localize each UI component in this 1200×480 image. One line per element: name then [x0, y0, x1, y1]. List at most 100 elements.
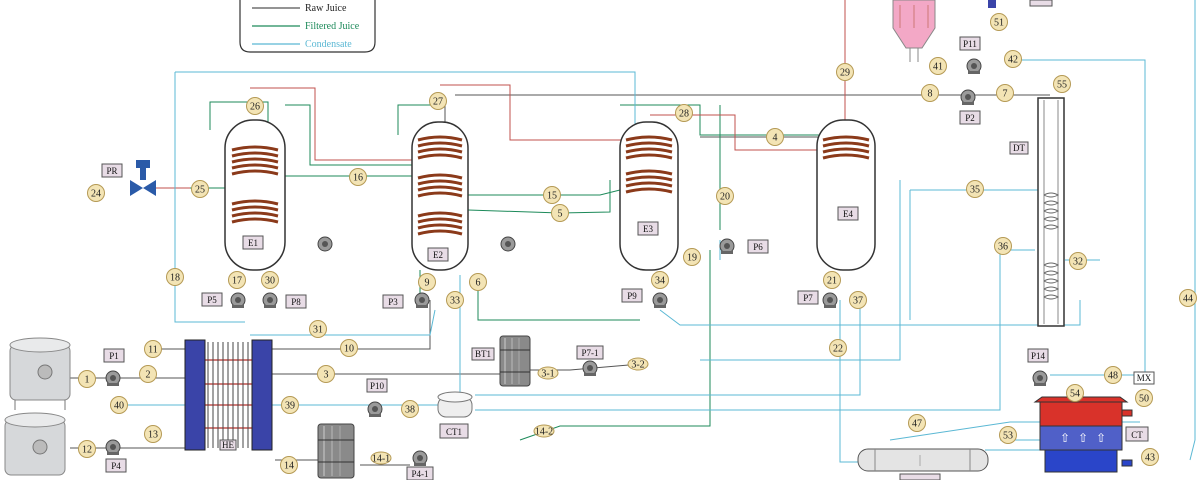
stream-label-text: 38	[405, 405, 415, 416]
stream-label-text: 13	[148, 430, 158, 441]
pump-p7-label: P7	[803, 293, 813, 303]
stream-label-35: 35	[966, 180, 984, 198]
pump-p5-label: P5	[207, 295, 217, 305]
stream-label-text: 29	[840, 68, 850, 79]
stream-label-39: 39	[281, 396, 299, 414]
pump-p3-label: P3	[388, 297, 398, 307]
stream-label-text: 18	[170, 273, 180, 284]
stream-label-20: 20	[716, 187, 734, 205]
crystallizer-hopper	[892, 0, 936, 62]
stream-label-8: 8	[921, 84, 939, 102]
stream-label-9: 9	[418, 273, 436, 291]
stream-label-40: 40	[110, 396, 128, 414]
stream-label-text: 5	[558, 209, 563, 220]
pressure-regulator-label: PR	[106, 166, 117, 176]
stream-label-text: 21	[827, 276, 837, 287]
pump-p7-1-label: P7-1	[581, 348, 598, 358]
stream-label-text: 15	[547, 191, 557, 202]
stream-label-text: 44	[1183, 294, 1193, 305]
stream-label-text: 50	[1139, 394, 1149, 405]
stream-label-10: 10	[340, 339, 358, 357]
pump-p10-label: P10	[370, 381, 385, 391]
pump-p11-label: P11	[963, 39, 977, 49]
pump-unlabelled	[500, 236, 516, 252]
legend-filtered-juice: Filtered Juice	[305, 21, 360, 32]
batch-tank-bt1: BT1	[471, 335, 531, 387]
stream-label-text: 28	[679, 109, 689, 120]
pump-p1-label: P1	[109, 351, 119, 361]
stream-label-16: 16	[349, 168, 367, 186]
stream-label-text: 17	[232, 276, 242, 287]
pump-p7: P7	[797, 290, 838, 308]
stream-label-47: 47	[908, 414, 926, 432]
svg-text:⇧: ⇧	[1078, 431, 1088, 445]
pump-p14: P14	[1027, 348, 1049, 386]
stream-label-text: 14-2	[535, 427, 553, 438]
stream-label-37: 37	[849, 291, 867, 309]
evaporator-e2: E2	[411, 121, 469, 271]
stream-label-29: 29	[836, 63, 854, 81]
pump-p2-label: P2	[965, 113, 975, 123]
stream-label-48: 48	[1104, 366, 1122, 384]
stream-label-12: 12	[78, 440, 96, 458]
legend-condensate: Condensate	[305, 39, 352, 50]
stream-label-text: 14-1	[372, 454, 390, 465]
stream-label-text: 20	[720, 192, 730, 203]
stream-label-text: 19	[687, 253, 697, 264]
stream-label-text: 55	[1057, 80, 1067, 91]
svg-text:⇧: ⇧	[1060, 431, 1070, 445]
evaporator-e1: E1	[224, 119, 286, 271]
stream-label-27: 27	[429, 92, 447, 110]
stream-label-22: 22	[829, 339, 847, 357]
stream-label-54: 54	[1066, 384, 1084, 402]
stream-label-text: 25	[195, 185, 205, 196]
valve-51	[988, 0, 996, 8]
stream-label-30: 30	[261, 271, 279, 289]
stream-label-text: 22	[833, 344, 843, 355]
stream-label-text: 31	[313, 325, 323, 336]
stream-label-text: 35	[970, 185, 980, 196]
stream-label-33: 33	[446, 291, 464, 309]
stream-label-5: 5	[551, 204, 569, 222]
pump-p4: P4	[105, 439, 127, 473]
stream-label-31: 31	[309, 320, 327, 338]
tank-ct1: CT1	[437, 391, 473, 439]
batch-tank-lower	[317, 423, 355, 479]
mixer-mx-label: MX	[1137, 373, 1152, 383]
stream-label-text: 26	[250, 102, 260, 113]
stream-label-41: 41	[929, 57, 947, 75]
stream-label-text: 37	[853, 296, 863, 307]
pump-p9: P9	[621, 288, 668, 308]
column-dt: DT	[1009, 97, 1065, 327]
stream-label-36: 36	[994, 237, 1012, 255]
stream-label-25: 25	[191, 180, 209, 198]
stream-label-26: 26	[246, 97, 264, 115]
pump-p8-label: P8	[291, 297, 301, 307]
evaporator-e3-label: E3	[643, 224, 653, 234]
legend-raw-juice: Raw Juice	[305, 3, 347, 14]
stream-label-text: 42	[1008, 55, 1018, 66]
stream-label-21: 21	[823, 271, 841, 289]
stream-label-text: 54	[1070, 389, 1080, 400]
stream-label-text: 48	[1108, 371, 1118, 382]
pump-p6: P6	[719, 238, 769, 254]
column-dt-label: DT	[1013, 143, 1025, 153]
stream-label-2: 2	[139, 365, 157, 383]
pump-p1: P1	[103, 348, 125, 386]
stream-label-18: 18	[166, 268, 184, 286]
evaporator-e1-label: E1	[248, 238, 258, 248]
stream-label-text: 27	[433, 97, 443, 108]
stream-label-17: 17	[228, 271, 246, 289]
pump-p3: P3	[382, 292, 430, 309]
stream-label-text: 47	[912, 419, 922, 430]
plate-heat-exchanger-he: HE	[184, 339, 273, 451]
stream-label-28: 28	[675, 104, 693, 122]
stream-label-text: 6	[476, 278, 481, 289]
pump-p5: P5	[201, 292, 246, 308]
stream-label-19: 19	[683, 248, 701, 266]
storage-tank-top	[9, 337, 71, 410]
stream-label-44: 44	[1179, 289, 1197, 307]
stream-label-text: 11	[148, 345, 158, 356]
